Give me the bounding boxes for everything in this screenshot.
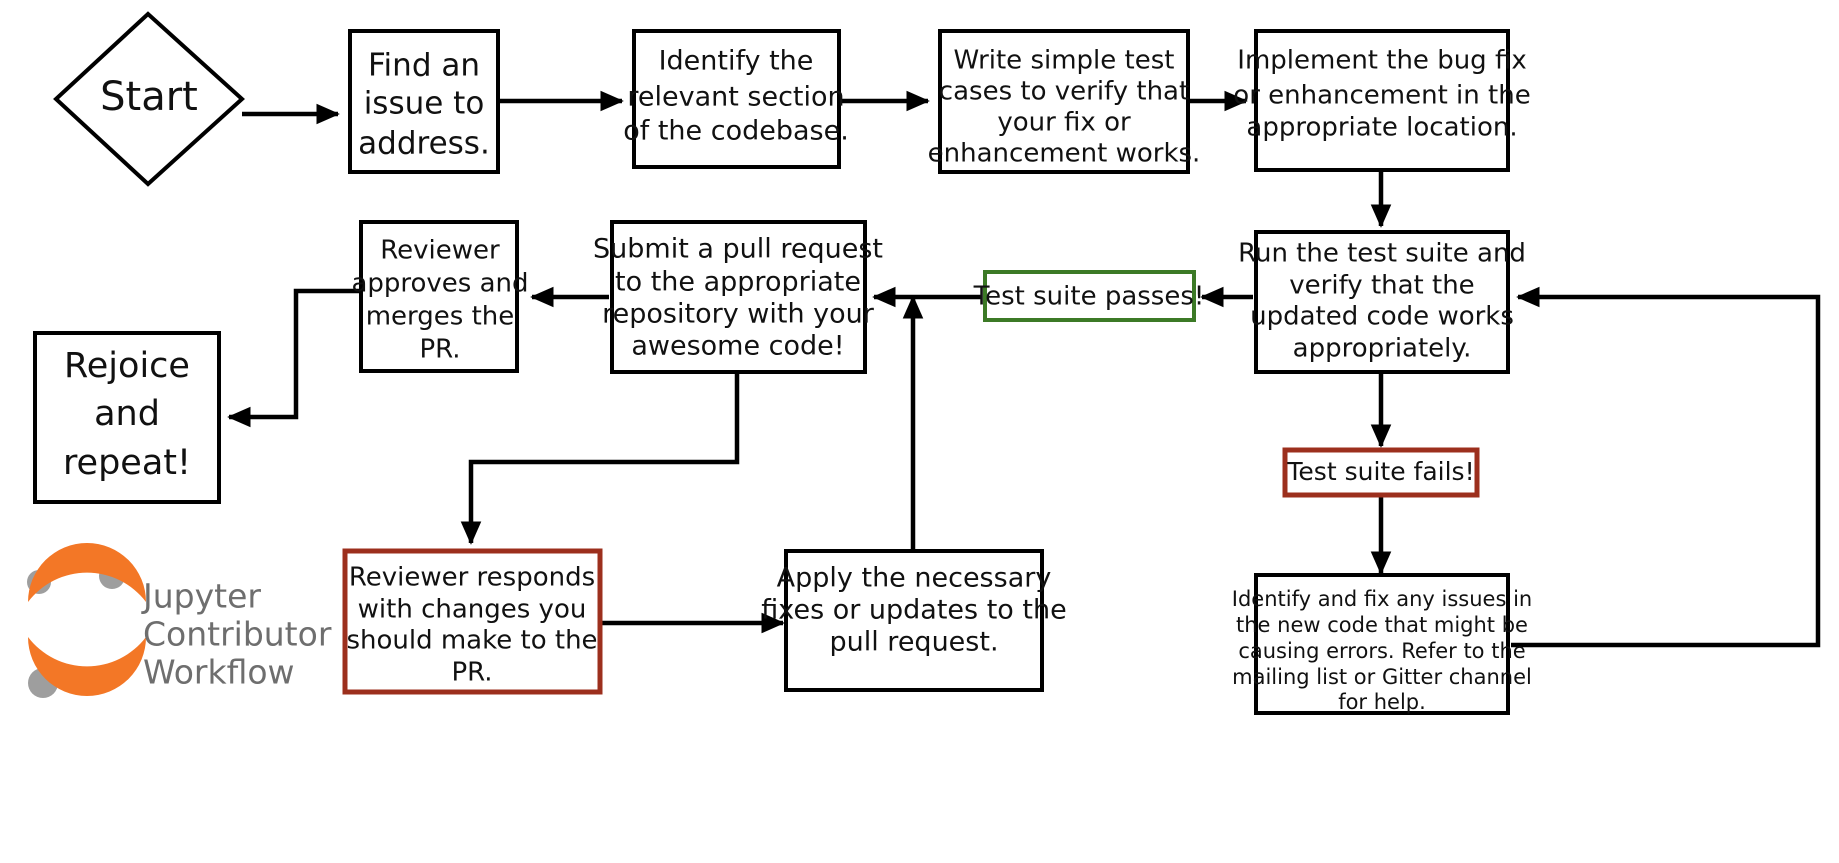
implement-fix-line-2: or enhancement in the: [1233, 81, 1530, 111]
identify-errors-box: [1254, 573, 1510, 715]
rejoice-line-2: and: [94, 394, 160, 434]
identify-errors-line-4: mailing list or Gitter channel: [1232, 665, 1532, 689]
write-tests-line-2: cases to verify that: [939, 77, 1189, 107]
node-start[interactable]: Start: [53, 11, 245, 187]
test-passes-box: [983, 270, 1196, 322]
reviewer-responds-line-4: PR.: [451, 658, 492, 688]
run-tests-line-3: updated code works: [1250, 302, 1514, 332]
apply-fixes-line-1: Apply the necessary: [777, 563, 1052, 594]
node-submit-pr[interactable]: Submit a pull request to the appropriate…: [593, 220, 883, 374]
write-tests-line-4: enhancement works.: [928, 139, 1201, 169]
apply-fixes-line-3: pull request.: [829, 627, 998, 658]
reviewer-approves-line-3: merges the: [366, 302, 515, 332]
find-issue-line-1: Find an: [368, 48, 480, 84]
test-fails-label: Test suite fails!: [1286, 457, 1474, 486]
node-write-tests[interactable]: Write simple test cases to verify that y…: [928, 29, 1201, 174]
reviewer-responds-line-1: Reviewer responds: [349, 563, 595, 593]
implement-fix-box: [1254, 29, 1510, 172]
jupyter-logo-icon: [27, 543, 146, 698]
logo-arc-top: [28, 543, 146, 602]
identify-section-line-2: relevant section: [627, 82, 844, 113]
node-identify-errors[interactable]: Identify and fix any issues in the new c…: [1232, 573, 1532, 715]
implement-fix-line-3: appropriate location.: [1246, 113, 1517, 143]
edge-identify-errors-to-run-tests: [1511, 286, 1821, 648]
node-reviewer-responds[interactable]: Reviewer responds with changes you shoul…: [342, 548, 603, 695]
identify-section-box: [632, 29, 841, 169]
reviewer-responds-box: [342, 548, 603, 695]
rejoice-line-1: Rejoice: [64, 346, 190, 386]
find-issue-line-3: address.: [358, 126, 490, 162]
jupyter-logo: Jupyter Contributor Workflow: [27, 543, 332, 698]
identify-errors-line-1: Identify and fix any issues in: [1232, 587, 1532, 611]
edge-reviewer-approves-to-rejoice: [227, 288, 361, 428]
edge-layer: [227, 90, 1821, 648]
node-test-passes[interactable]: Test suite passes!: [973, 270, 1205, 322]
identify-errors-line-2: the new code that might be: [1236, 613, 1528, 637]
run-tests-box: [1254, 230, 1510, 374]
submit-pr-line-3: repository with your: [602, 299, 875, 330]
run-tests-line-2: verify that the: [1289, 271, 1474, 301]
test-fails-box: [1282, 447, 1480, 498]
start-label: Start: [100, 74, 198, 120]
node-rejoice[interactable]: Rejoice and repeat!: [33, 331, 221, 504]
identify-section-line-1: Identify the: [659, 46, 814, 77]
logo-text-line-3: Workflow: [143, 653, 295, 692]
node-reviewer-approves[interactable]: Reviewer approves and merges the PR.: [351, 220, 529, 373]
edge-submit-pr-to-reviewer-responds: [460, 372, 740, 545]
logo-text-line-2: Contributor: [143, 615, 332, 654]
node-find-issue[interactable]: Find an issue to address.: [348, 29, 500, 174]
write-tests-box: [938, 29, 1190, 174]
reviewer-approves-line-4: PR.: [419, 335, 460, 365]
node-identify-section[interactable]: Identify the relevant section of the cod…: [623, 29, 849, 169]
write-tests-line-3: your fix or: [997, 108, 1131, 138]
find-issue-line-2: issue to: [364, 86, 485, 122]
find-issue-box: [348, 29, 500, 174]
node-test-fails[interactable]: Test suite fails!: [1282, 447, 1480, 498]
identify-errors-line-3: causing errors. Refer to the: [1238, 639, 1525, 663]
test-passes-label: Test suite passes!: [973, 282, 1205, 312]
identify-section-line-3: of the codebase.: [623, 116, 849, 147]
write-tests-line-1: Write simple test: [954, 46, 1175, 76]
reviewer-approves-line-1: Reviewer: [380, 236, 500, 266]
submit-pr-line-1: Submit a pull request: [593, 234, 883, 265]
identify-errors-line-5: for help.: [1338, 690, 1426, 714]
apply-fixes-line-2: fixes or updates to the: [761, 595, 1066, 626]
reviewer-approves-line-2: approves and: [351, 269, 528, 299]
logo-arc-bottom: [28, 637, 146, 696]
rejoice-line-3: repeat!: [63, 443, 191, 483]
implement-fix-line-1: Implement the bug fix: [1237, 46, 1526, 76]
reviewer-responds-line-2: with changes you: [358, 595, 587, 625]
submit-pr-line-4: awesome code!: [631, 331, 844, 362]
node-run-tests[interactable]: Run the test suite and verify that the u…: [1238, 230, 1526, 374]
logo-text-line-1: Jupyter: [141, 577, 261, 616]
reviewer-responds-line-3: should make to the: [346, 626, 597, 656]
submit-pr-line-2: to the appropriate: [615, 267, 861, 298]
reviewer-approves-box: [359, 220, 519, 373]
node-apply-fixes[interactable]: Apply the necessary fixes or updates to …: [761, 549, 1067, 692]
apply-fixes-box: [784, 549, 1044, 692]
rejoice-box: [33, 331, 221, 504]
run-tests-line-1: Run the test suite and: [1238, 239, 1526, 269]
run-tests-line-4: appropriately.: [1293, 334, 1472, 364]
node-implement-fix[interactable]: Implement the bug fix or enhancement in …: [1233, 29, 1531, 172]
start-diamond-shape: [53, 11, 245, 187]
submit-pr-box: [610, 220, 867, 374]
